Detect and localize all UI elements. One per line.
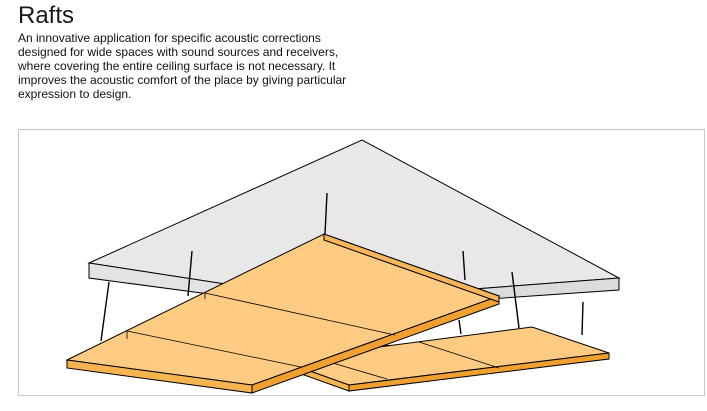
raft-front-right-edge bbox=[251, 295, 500, 394]
panel-seam bbox=[204, 292, 396, 336]
panel-seam bbox=[418, 341, 500, 369]
rafts-illustration-frame bbox=[18, 129, 705, 396]
rafts-illustration bbox=[65, 139, 621, 394]
wire bbox=[324, 192, 328, 235]
wire bbox=[458, 319, 462, 335]
raft-front-back-edge bbox=[323, 233, 500, 303]
wire bbox=[187, 250, 193, 297]
wire bbox=[511, 271, 520, 329]
wire bbox=[581, 301, 584, 336]
description-text: An innovative application for specific a… bbox=[18, 31, 347, 101]
wire bbox=[100, 281, 110, 342]
wire bbox=[462, 250, 466, 281]
raft-panel-back bbox=[278, 326, 610, 392]
page-title: Rafts bbox=[18, 2, 75, 29]
panel-seam bbox=[126, 330, 302, 368]
raft-panel-front bbox=[65, 233, 501, 394]
